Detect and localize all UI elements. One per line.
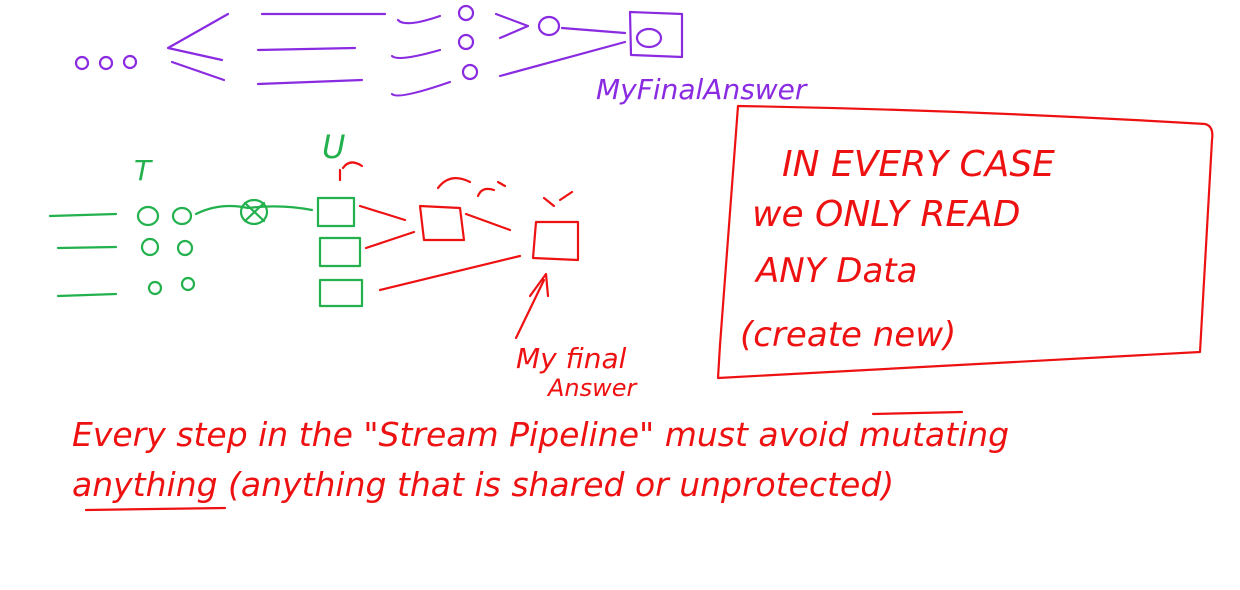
- step2-arrows: [494, 12, 627, 78]
- t-elements: [136, 205, 196, 296]
- middle-result-label-line1: My final: [516, 342, 627, 375]
- mapping-arrow: [194, 198, 314, 226]
- middle-pipeline-diagram: T U: [48, 128, 639, 402]
- step1-arrows: [390, 14, 452, 97]
- ellipsis-dots: [74, 54, 138, 71]
- input-lines: [48, 212, 118, 298]
- element-stream-lines: [256, 12, 387, 86]
- top-pipeline-diagram: MyFinalAnswer: [74, 4, 808, 106]
- middle-result-label-line2: Answer: [546, 374, 639, 402]
- note-line-1: IN EVERY CASE: [782, 144, 1055, 185]
- u-boxes: [316, 196, 364, 308]
- note-box-border: [716, 104, 1214, 380]
- note-box: IN EVERY CASE we ONLY READ ANY Data (cre…: [716, 104, 1214, 380]
- underline-avoid: [871, 410, 964, 416]
- statement-line-2: anything (anything that is shared or unp…: [72, 465, 894, 504]
- step1-elements: [457, 4, 479, 81]
- statement-line-1: Every step in the "Stream Pipeline" must…: [72, 415, 1009, 454]
- reduce-steps: [338, 161, 580, 340]
- note-line-3: ANY Data: [754, 251, 917, 291]
- top-result-box: [628, 10, 684, 59]
- step2-element: [537, 15, 561, 37]
- note-line-4: (create new): [740, 315, 956, 355]
- step3-arrow: [560, 26, 627, 35]
- label-t: T: [134, 154, 153, 187]
- note-line-2: we ONLY READ: [752, 194, 1020, 235]
- top-result-label: MyFinalAnswer: [596, 73, 808, 106]
- statement: Every step in the "Stream Pipeline" must…: [72, 410, 1009, 512]
- underline-anything: [84, 506, 227, 512]
- label-u: U: [322, 128, 345, 166]
- converging-chevron: [166, 12, 230, 82]
